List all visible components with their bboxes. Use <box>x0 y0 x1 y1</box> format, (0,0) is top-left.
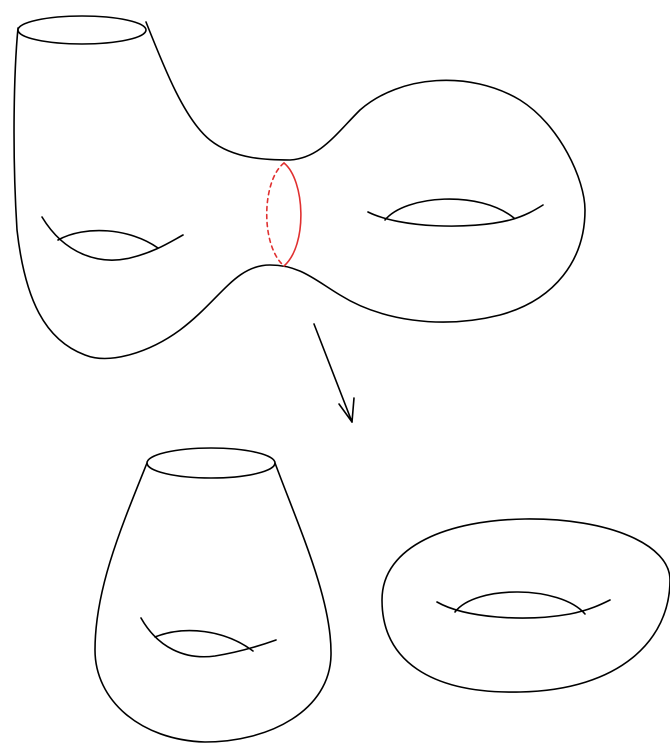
torus-hole-frown <box>455 592 585 614</box>
arrow-shaft <box>314 324 352 422</box>
right-handle-smile <box>368 205 543 226</box>
neck-cut-curve-front <box>284 163 301 266</box>
bottom-boundary-circle <box>147 448 275 478</box>
left-handle-smile <box>42 217 183 260</box>
top-surface-outline <box>14 22 585 358</box>
torus-hole-smile <box>437 600 610 618</box>
torus <box>382 519 670 692</box>
torus-outline <box>382 519 670 692</box>
bottom-left-outline <box>95 463 331 742</box>
arrow-down-icon <box>314 324 354 422</box>
left-handle-frown <box>58 231 158 248</box>
genus-two-surface <box>14 16 585 358</box>
neck-cut-curve-back <box>267 163 284 266</box>
right-handle-frown <box>385 199 514 220</box>
genus-one-surface-with-boundary <box>95 448 331 742</box>
top-boundary-circle <box>18 16 146 44</box>
bottom-left-handle-smile <box>141 618 276 657</box>
